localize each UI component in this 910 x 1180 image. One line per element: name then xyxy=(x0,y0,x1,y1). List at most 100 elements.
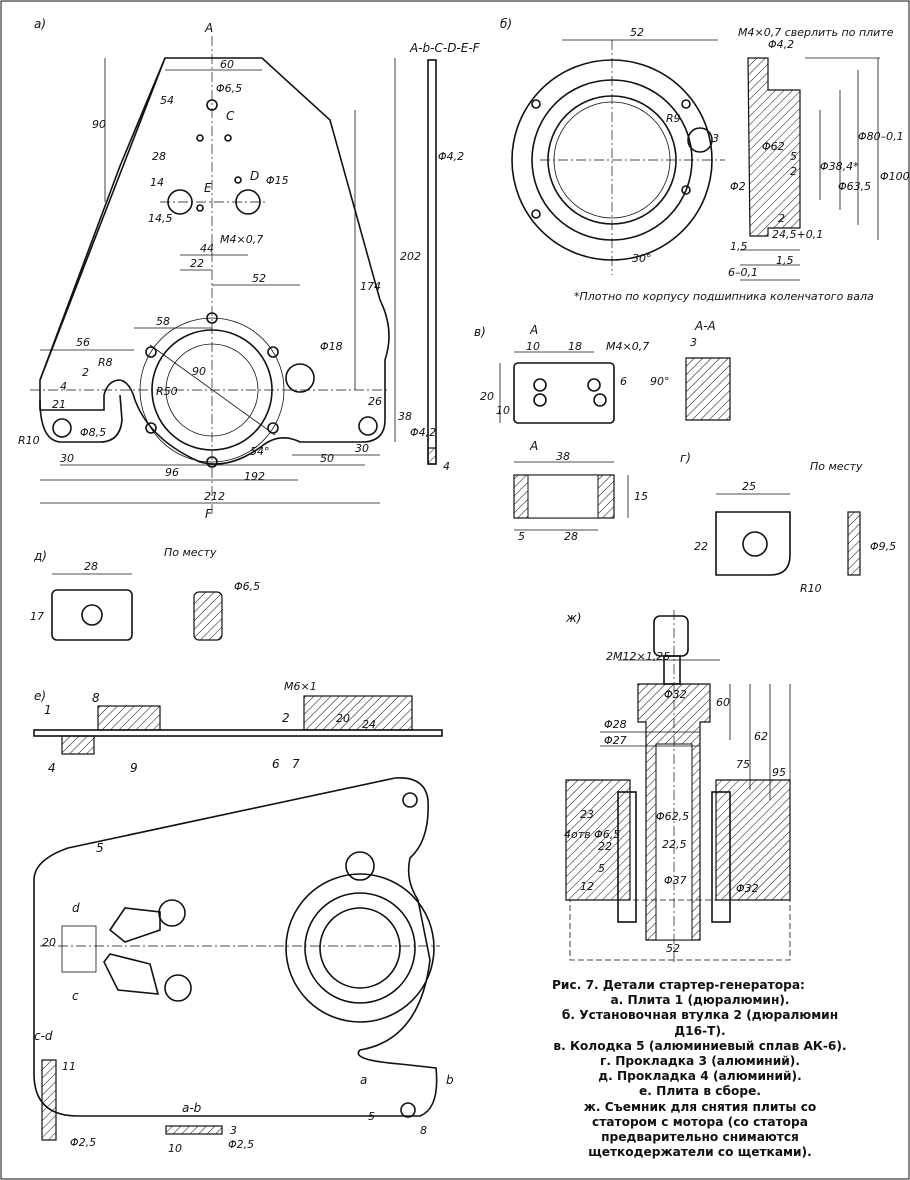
bolt-hole xyxy=(267,346,279,358)
assembly-hole xyxy=(164,974,192,1002)
dim-label: 15 xyxy=(634,490,648,503)
dim-label: 192 xyxy=(244,470,265,483)
dim-label: 23 xyxy=(580,808,594,821)
dim-label: M4×0,7 xyxy=(606,340,649,353)
plate-left-lug xyxy=(39,394,123,443)
spacer-4-outline xyxy=(51,589,133,641)
view-d-label: д) xyxy=(33,549,47,563)
dim-label: 3 xyxy=(712,132,719,145)
dim-label: Φ80–0,1 xyxy=(858,130,904,143)
assembly-bush-side xyxy=(303,695,413,731)
dim-label: 28 xyxy=(84,560,98,573)
dim-label: 6–0,1 xyxy=(728,266,758,279)
bush-footnote: *Плотно по корпусу подшипника коленчатог… xyxy=(574,290,874,303)
dim-label: 90 xyxy=(192,365,206,378)
section-mark-a: A xyxy=(204,21,213,35)
block-aa-section xyxy=(685,357,731,421)
dim-label: 5 xyxy=(368,1110,375,1123)
dim-label: Φ100 xyxy=(880,170,910,183)
bush-screw-hole xyxy=(681,99,691,109)
caption-line: ж. Съемник для снятия плиты со статором … xyxy=(583,1099,817,1160)
spacer-4-note: По месту xyxy=(164,546,217,559)
dim-label: Φ62 xyxy=(762,140,785,153)
dim-label: 20 xyxy=(480,390,494,403)
brush-block-upper xyxy=(108,907,161,943)
dim-label: 30° xyxy=(632,252,652,265)
dim-label: Φ6,5 xyxy=(234,580,260,593)
plate-outline xyxy=(39,57,390,465)
plate-side-section xyxy=(427,59,437,465)
view-zh-label: ж) xyxy=(565,611,582,625)
view-v-dimension-lines xyxy=(499,351,629,531)
dim-label: R10 xyxy=(800,582,822,595)
dim-label: 1,5 xyxy=(730,240,748,253)
caption-title: Рис. 7. Детали стартер-генератора: xyxy=(552,978,805,992)
dim-label: 24 xyxy=(362,718,376,731)
dim-label: Φ4,2 xyxy=(438,150,464,163)
dim-label: 10 xyxy=(496,404,510,417)
dim-label: 38 xyxy=(398,410,412,423)
tapped-hole xyxy=(196,204,204,212)
block-hole xyxy=(533,378,547,392)
assembly-hole xyxy=(400,1102,416,1118)
section-mark-d-lower: d xyxy=(72,901,80,915)
dim-label: 1,5 xyxy=(776,254,794,267)
dim-label: M6×1 xyxy=(284,680,317,693)
figure-caption: Рис. 7. Детали стартер-генератора: а. Пл… xyxy=(552,978,848,1160)
dim-label: 3 xyxy=(690,336,697,349)
block-hole xyxy=(593,393,607,407)
section-cd xyxy=(41,1059,57,1141)
caption-line: а. Плита 1 (дюралюмин). xyxy=(610,993,790,1008)
view-g-spacer: г) По месту 25 22 Φ9,5 R10 xyxy=(680,451,896,595)
section-mark-a-lower: a xyxy=(360,1073,367,1087)
callout: 4 xyxy=(48,761,56,775)
dim-label: 95 xyxy=(772,766,786,779)
section-mark-a-bottom: A xyxy=(529,439,538,453)
dim-label: Φ28 xyxy=(604,718,627,731)
dim-label: Φ9,5 xyxy=(870,540,896,553)
dim-label: 2 xyxy=(790,165,797,178)
callout: 9 xyxy=(130,761,138,775)
tapped-hole xyxy=(224,134,232,142)
plate-left-edge xyxy=(39,57,166,381)
dim-label: Φ2,5 xyxy=(228,1138,254,1151)
dim-label: 6 xyxy=(620,375,627,388)
callout: 6 xyxy=(272,757,280,771)
dim-label: 4отв Φ6,5 xyxy=(564,828,620,841)
dim-label: 10 xyxy=(168,1142,182,1155)
assembly-hole xyxy=(402,792,418,808)
hole-8-5-left xyxy=(52,418,72,438)
section-title-ab: a-b xyxy=(182,1101,202,1115)
bush-drill-note: M4×0,7 сверлить по плите xyxy=(738,26,894,39)
view-b-label: б) xyxy=(500,17,512,31)
caption-line: б. Установочная втулка 2 (дюралюмин Д16-… xyxy=(561,1008,839,1038)
dim-label: 212 xyxy=(204,490,225,503)
point-e: E xyxy=(204,181,212,195)
dim-label: 58 xyxy=(156,315,170,328)
section-mark-f: F xyxy=(205,507,213,521)
assembly-bush-outer xyxy=(285,873,435,1023)
dim-label: 28 xyxy=(564,530,578,543)
view-b-bush: б) M4×0,7 сверлить по плите *Плотно по xyxy=(500,17,910,303)
dim-label: 5 xyxy=(518,530,525,543)
dim-label: 8 xyxy=(420,1124,427,1137)
dim-label: 22 xyxy=(598,840,612,853)
view-zh-dimension-lines xyxy=(600,659,791,830)
assembly-hole xyxy=(158,899,186,927)
dim-label: Φ38,4* xyxy=(820,160,859,173)
dim-label: 54° xyxy=(250,445,270,458)
dim-label: 96 xyxy=(165,466,179,479)
dim-label: 4 xyxy=(443,460,450,473)
point-d: D xyxy=(250,169,259,183)
assembly-plate-outline xyxy=(33,777,438,1117)
view-a-plate: а) xyxy=(18,17,481,521)
caption-line: д. Прокладка 4 (алюминий). xyxy=(598,1069,802,1084)
dim-label: 30 xyxy=(60,452,74,465)
plate-side-hatch xyxy=(427,447,437,465)
view-e-label: е) xyxy=(34,689,46,703)
dim-label: 90° xyxy=(650,375,670,388)
view-d-spacer: д) По месту 28 17 Φ6,5 xyxy=(30,546,260,641)
dim-label: 38 xyxy=(556,450,570,463)
dim-label: M4×0,7 xyxy=(220,233,263,246)
dim-label: R50 xyxy=(156,385,178,398)
